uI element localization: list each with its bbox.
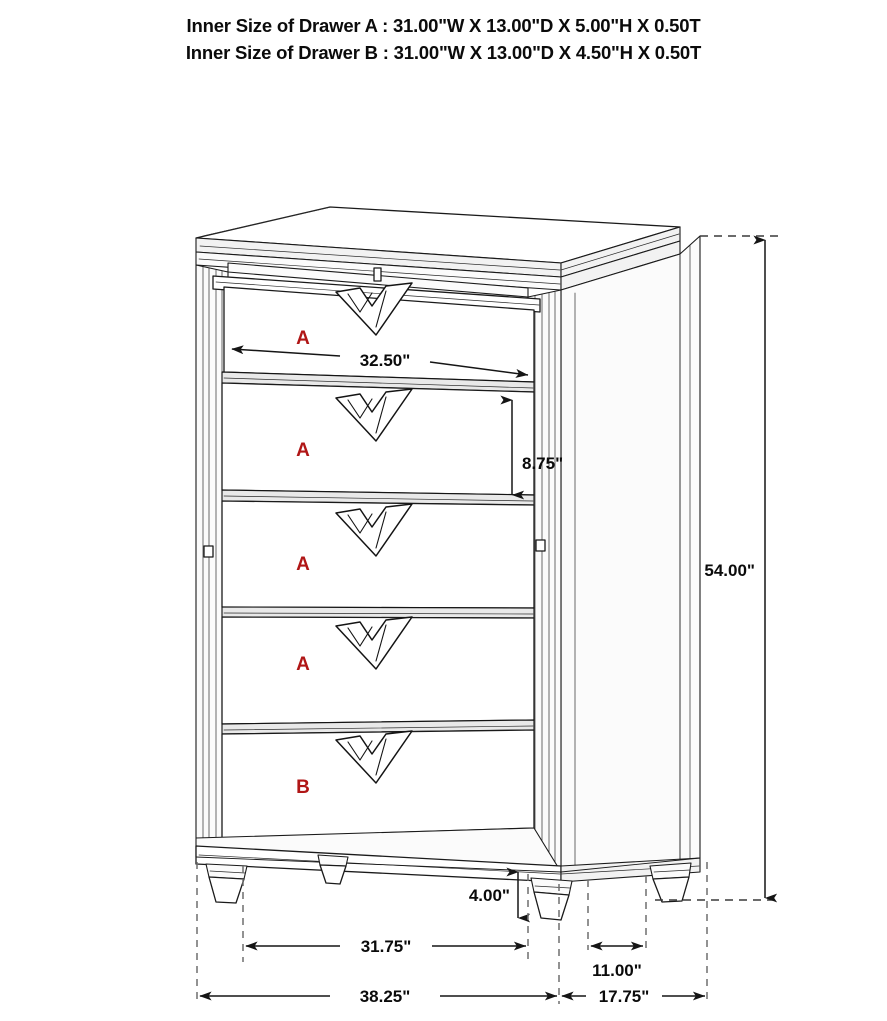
dimension-label-drawer-height: 8.75" xyxy=(522,454,563,473)
dimension-label-base-front-width: 31.75" xyxy=(361,937,412,956)
drawer-label-3: A xyxy=(296,554,310,575)
leg-front-left xyxy=(205,863,248,904)
dimension-label-total-height: 54.00" xyxy=(704,561,755,580)
drawer-label-4: A xyxy=(296,654,310,675)
lock-icon xyxy=(373,267,382,282)
chest-base-plinth xyxy=(195,827,701,883)
bottom-extension-lines xyxy=(196,862,708,1004)
dimension-side-depth: 17.75" xyxy=(561,987,706,1006)
dimension-drawer-height: 8.75" xyxy=(500,395,563,500)
drawer-handle-5[interactable] xyxy=(335,730,413,784)
drawer-handle-4[interactable] xyxy=(335,616,413,670)
dimension-total-height: 54.00" xyxy=(655,235,778,903)
drawer-b-spec-line: Inner Size of Drawer B : 31.00"W X 13.00… xyxy=(185,42,702,63)
dimension-label-side-depth: 17.75" xyxy=(599,987,650,1006)
drawer-handle-2[interactable] xyxy=(335,388,413,442)
dimension-overall-width: 38.25" xyxy=(199,987,558,1006)
drawer-front-3[interactable] xyxy=(221,500,535,609)
chest-right-side-panel xyxy=(560,235,701,873)
dimension-label-leg-height: 4.00" xyxy=(469,886,510,905)
dimension-leg-height: 4.00" xyxy=(469,867,531,923)
drawer-label-2: A xyxy=(296,440,310,461)
dimension-label-leg-inset-depth: 11.00" xyxy=(592,961,642,980)
dimension-label-overall-width: 38.25" xyxy=(360,987,411,1006)
drawer-handle-1[interactable] xyxy=(335,282,413,336)
drawer-separator-3 xyxy=(221,606,535,619)
chest-top-front-rail xyxy=(212,262,541,313)
dimension-label-drawer-width: 32.50" xyxy=(360,351,411,370)
dimension-leg-inset-depth: 11.00" xyxy=(590,941,644,980)
chest-right-pilaster xyxy=(527,289,562,873)
leg-back-center xyxy=(317,854,349,885)
dimension-drawer-width: 32.50" xyxy=(231,345,529,378)
specification-header: Inner Size of Drawer A : 31.00"W X 13.00… xyxy=(0,12,887,66)
drawer-label-5: B xyxy=(296,777,310,798)
chest-left-pilaster xyxy=(195,264,229,847)
drawer-label-1: A xyxy=(296,328,310,349)
drawer-handle-3[interactable] xyxy=(335,503,413,557)
dimension-base-front-width: 31.75" xyxy=(245,937,527,956)
chest-top-slab xyxy=(195,206,681,278)
leg-back-right xyxy=(649,862,692,903)
leg-front-right xyxy=(530,877,573,921)
drawer-a-spec-line: Inner Size of Drawer A : 31.00"W X 13.00… xyxy=(186,15,701,36)
